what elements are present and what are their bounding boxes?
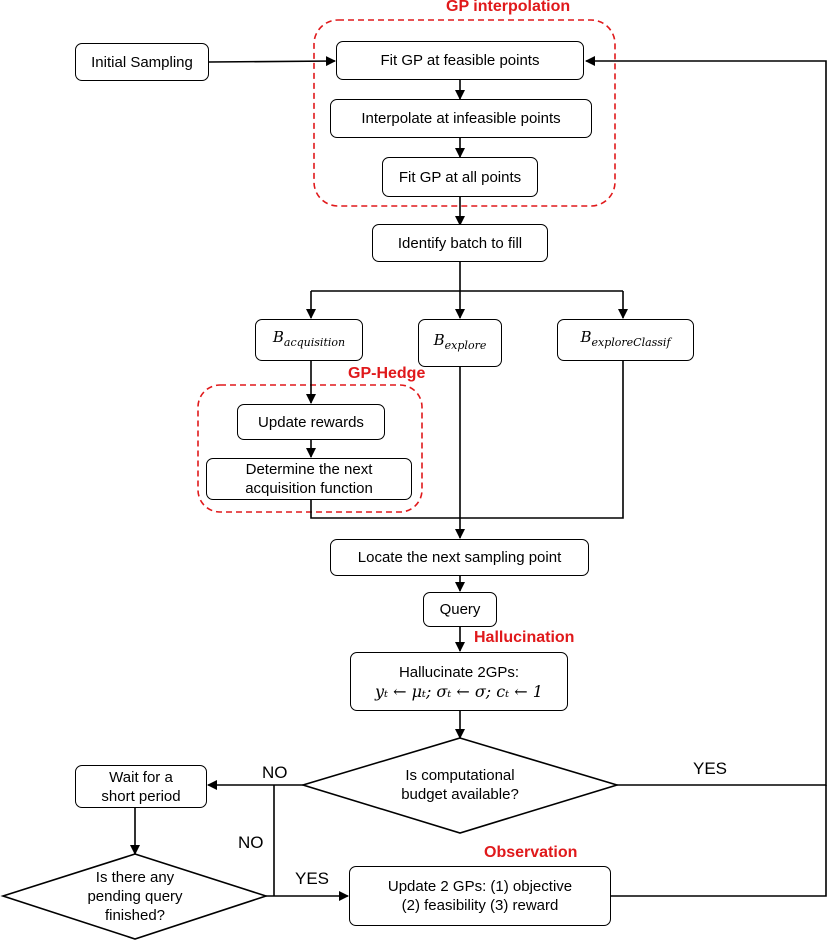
edge-budget-yes-loop (585, 56, 827, 786)
hallucinate-equation: yₜ ← μₜ; σₜ ← σ; cₜ ← 1 (375, 681, 543, 701)
budget-question-line2: budget available? (401, 786, 519, 803)
b-acquisition-sub: acquisition (283, 336, 346, 349)
b-acquisition-node[interactable]: Bacquisition (255, 319, 363, 361)
update-rewards-node[interactable]: Update rewards (237, 404, 385, 440)
gp-hedge-group (197, 384, 423, 513)
edge-determine-to-merge (310, 500, 460, 519)
wait-node[interactable]: Wait for a short period (75, 765, 207, 808)
gp-hedge-label: GP-Hedge (348, 365, 426, 382)
fit-gp-feasible-node[interactable]: Fit GP at feasible points (336, 41, 584, 80)
edge-initial-to-fit (208, 56, 336, 67)
pending-question-line3: finished? (104, 906, 166, 924)
budget-decision-diamond (300, 737, 620, 834)
b-explore-classif-node[interactable]: BexploreClassif (557, 319, 694, 361)
edge-update-loop (611, 785, 827, 897)
hallucinate-line1: Hallucinate 2GPs: (398, 663, 520, 681)
update-gps-line1: Update 2 GPs: (1) objective (387, 878, 573, 895)
gp-interpolation-label: GP interpolation (446, 0, 571, 15)
hallucination-label: Hallucination (474, 629, 575, 646)
b-explore-classif-base: B (580, 328, 592, 346)
determine-acquisition-line2: acquisition function (245, 480, 373, 497)
wait-line2: short period (101, 787, 181, 805)
pending-no-label: NO (238, 833, 264, 852)
budget-yes-label: YES (693, 759, 728, 778)
update-gps-node[interactable]: Update 2 GPs: (1) objective (2) feasibil… (349, 866, 611, 926)
interpolate-infeasible-node[interactable]: Interpolate at infeasible points (330, 99, 592, 138)
budget-no-label: NO (262, 763, 288, 782)
b-explore-sub: explore (444, 339, 487, 352)
identify-batch-node[interactable]: Identify batch to fill (372, 224, 548, 262)
determine-acquisition-line1: Determine the next (245, 461, 373, 478)
pending-question-line2: pending query (87, 887, 183, 905)
fit-gp-all-node[interactable]: Fit GP at all points (382, 157, 538, 197)
determine-acquisition-node[interactable]: Determine the next acquisition function (206, 458, 412, 500)
edge-bexploreclassif-down (460, 361, 624, 519)
pending-question-text: Is there any pending query finished? (60, 866, 210, 926)
budget-question-text: Is computational budget available? (360, 765, 560, 805)
budget-question-line1: Is computational (405, 767, 515, 784)
b-explore-classif-sub: exploreClassif (591, 336, 671, 349)
hallucinate-node[interactable]: Hallucinate 2GPs: yₜ ← μₜ; σₜ ← σ; cₜ ← … (350, 652, 568, 711)
b-explore-node[interactable]: Bexplore (418, 319, 502, 367)
wait-line1: Wait for a (109, 768, 173, 786)
query-node[interactable]: Query (423, 592, 497, 627)
pending-question-line1: Is there any (95, 868, 175, 886)
initial-sampling-node[interactable]: Initial Sampling (75, 43, 209, 81)
pending-yes-label: YES (295, 869, 330, 888)
locate-next-node[interactable]: Locate the next sampling point (330, 539, 589, 576)
update-gps-line2: (2) feasibility (3) reward (401, 897, 559, 914)
b-explore-base: B (433, 331, 445, 349)
b-acquisition-base: B (272, 328, 284, 346)
pending-decision-diamond (0, 853, 269, 940)
observation-label: Observation (484, 844, 578, 861)
gp-interpolation-group (313, 19, 616, 207)
